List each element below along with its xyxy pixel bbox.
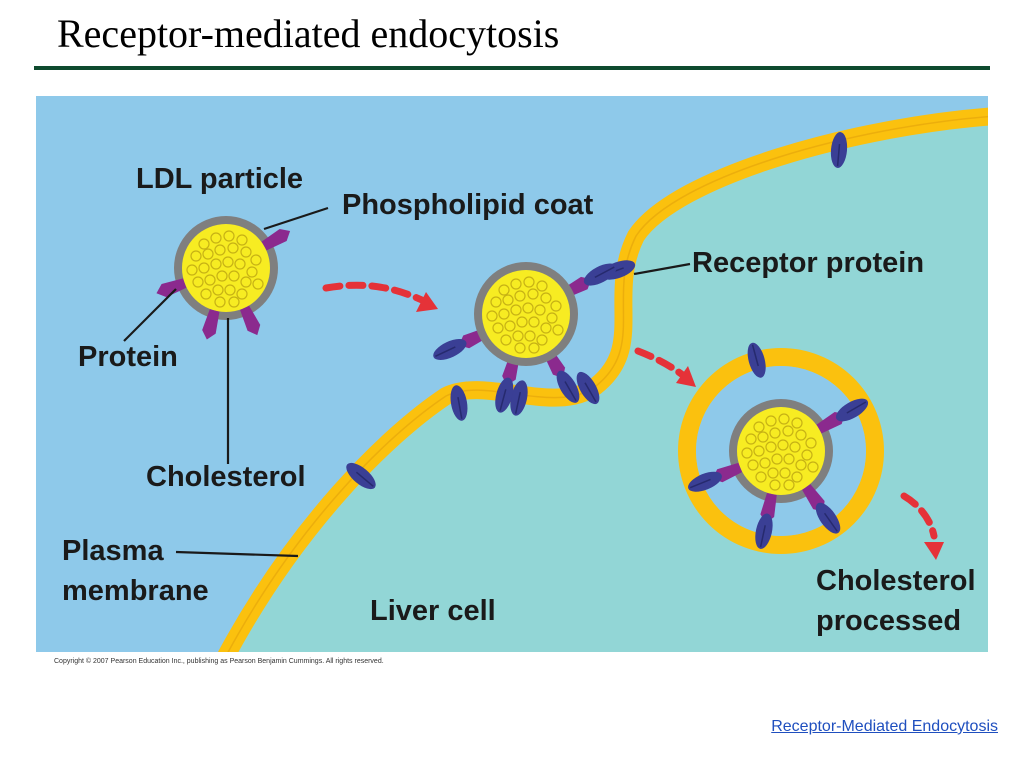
page-title: Receptor-mediated endocytosis xyxy=(57,11,560,56)
endocytosis-diagram: LDL particle Phospholipid coat Protein C… xyxy=(36,96,988,652)
diagram-canvas: LDL particle Phospholipid coat Protein C… xyxy=(36,96,988,652)
label-ldl-particle: LDL particle xyxy=(136,163,303,195)
label-cholesterol: Cholesterol xyxy=(146,461,306,493)
label-leaders xyxy=(123,206,691,558)
label-plasma-membrane-line1: Plasma xyxy=(62,535,164,567)
label-protein: Protein xyxy=(78,341,178,373)
label-cholesterol-processed-line1: Cholesterol xyxy=(816,565,976,597)
label-receptor-protein: Receptor protein xyxy=(692,247,924,279)
label-cholesterol-processed-line2: processed xyxy=(816,605,961,637)
copyright-notice: Copyright © 2007 Pearson Education Inc.,… xyxy=(54,658,384,665)
endocytic-vesicle xyxy=(678,339,884,554)
label-liver-cell: Liver cell xyxy=(370,595,496,627)
endocytosis-link[interactable]: Receptor-Mediated Endocytosis xyxy=(771,718,998,735)
title-divider xyxy=(34,66,990,70)
process-arrows xyxy=(322,281,938,540)
arrowheads xyxy=(416,292,944,560)
label-plasma-membrane-line2: membrane xyxy=(62,575,209,607)
label-phospholipid-coat: Phospholipid coat xyxy=(342,189,594,221)
